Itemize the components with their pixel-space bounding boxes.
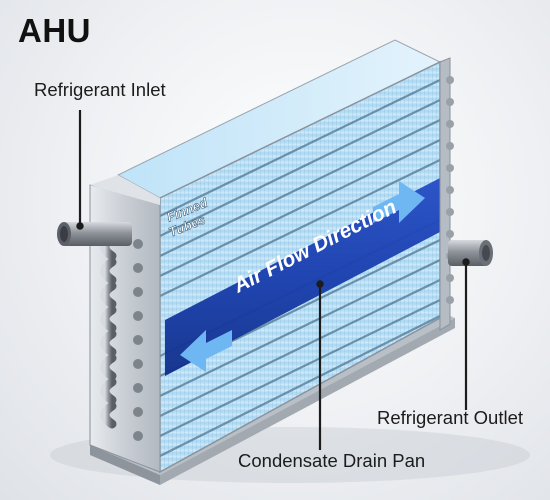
return-bend-ends (133, 239, 143, 441)
arrow-right-icon (373, 181, 425, 223)
refrigerant-outlet-pipe (448, 240, 493, 266)
condensate-drain-pan-label: Condensate Drain Pan (238, 450, 426, 471)
tube-rows (159, 79, 441, 457)
page-title: AHU (18, 12, 91, 49)
refrigerant-outlet-label: Refrigerant Outlet (377, 407, 524, 428)
arrow-left-icon (180, 330, 232, 372)
leader-lines (76, 110, 470, 450)
refrigerant-inlet-label: Refrigerant Inlet (34, 79, 166, 100)
left-end-plate (89, 175, 161, 473)
refrigerant-inlet-pipe (57, 222, 132, 246)
